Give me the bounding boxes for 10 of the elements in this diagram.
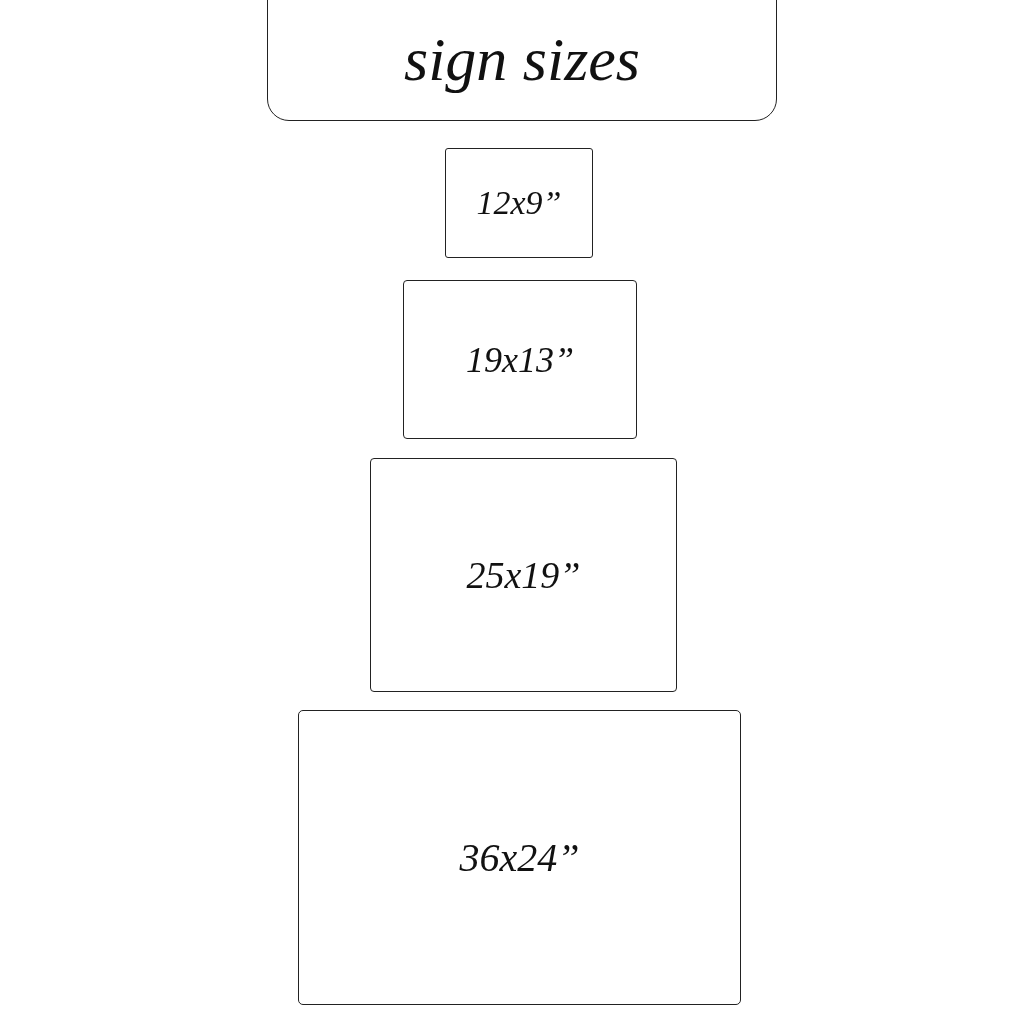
- sign-size-box: [445, 148, 593, 258]
- sign-size-box: [370, 458, 677, 692]
- title-text: sign sizes: [404, 24, 640, 95]
- title-box: [267, 0, 777, 121]
- sign-size-box: [298, 710, 741, 1005]
- sign-size-box: [403, 280, 637, 439]
- size-label: 12x9”: [476, 184, 562, 222]
- size-label: 36x24”: [459, 834, 580, 881]
- size-label: 19x13”: [466, 338, 574, 381]
- size-label: 25x19”: [466, 553, 581, 597]
